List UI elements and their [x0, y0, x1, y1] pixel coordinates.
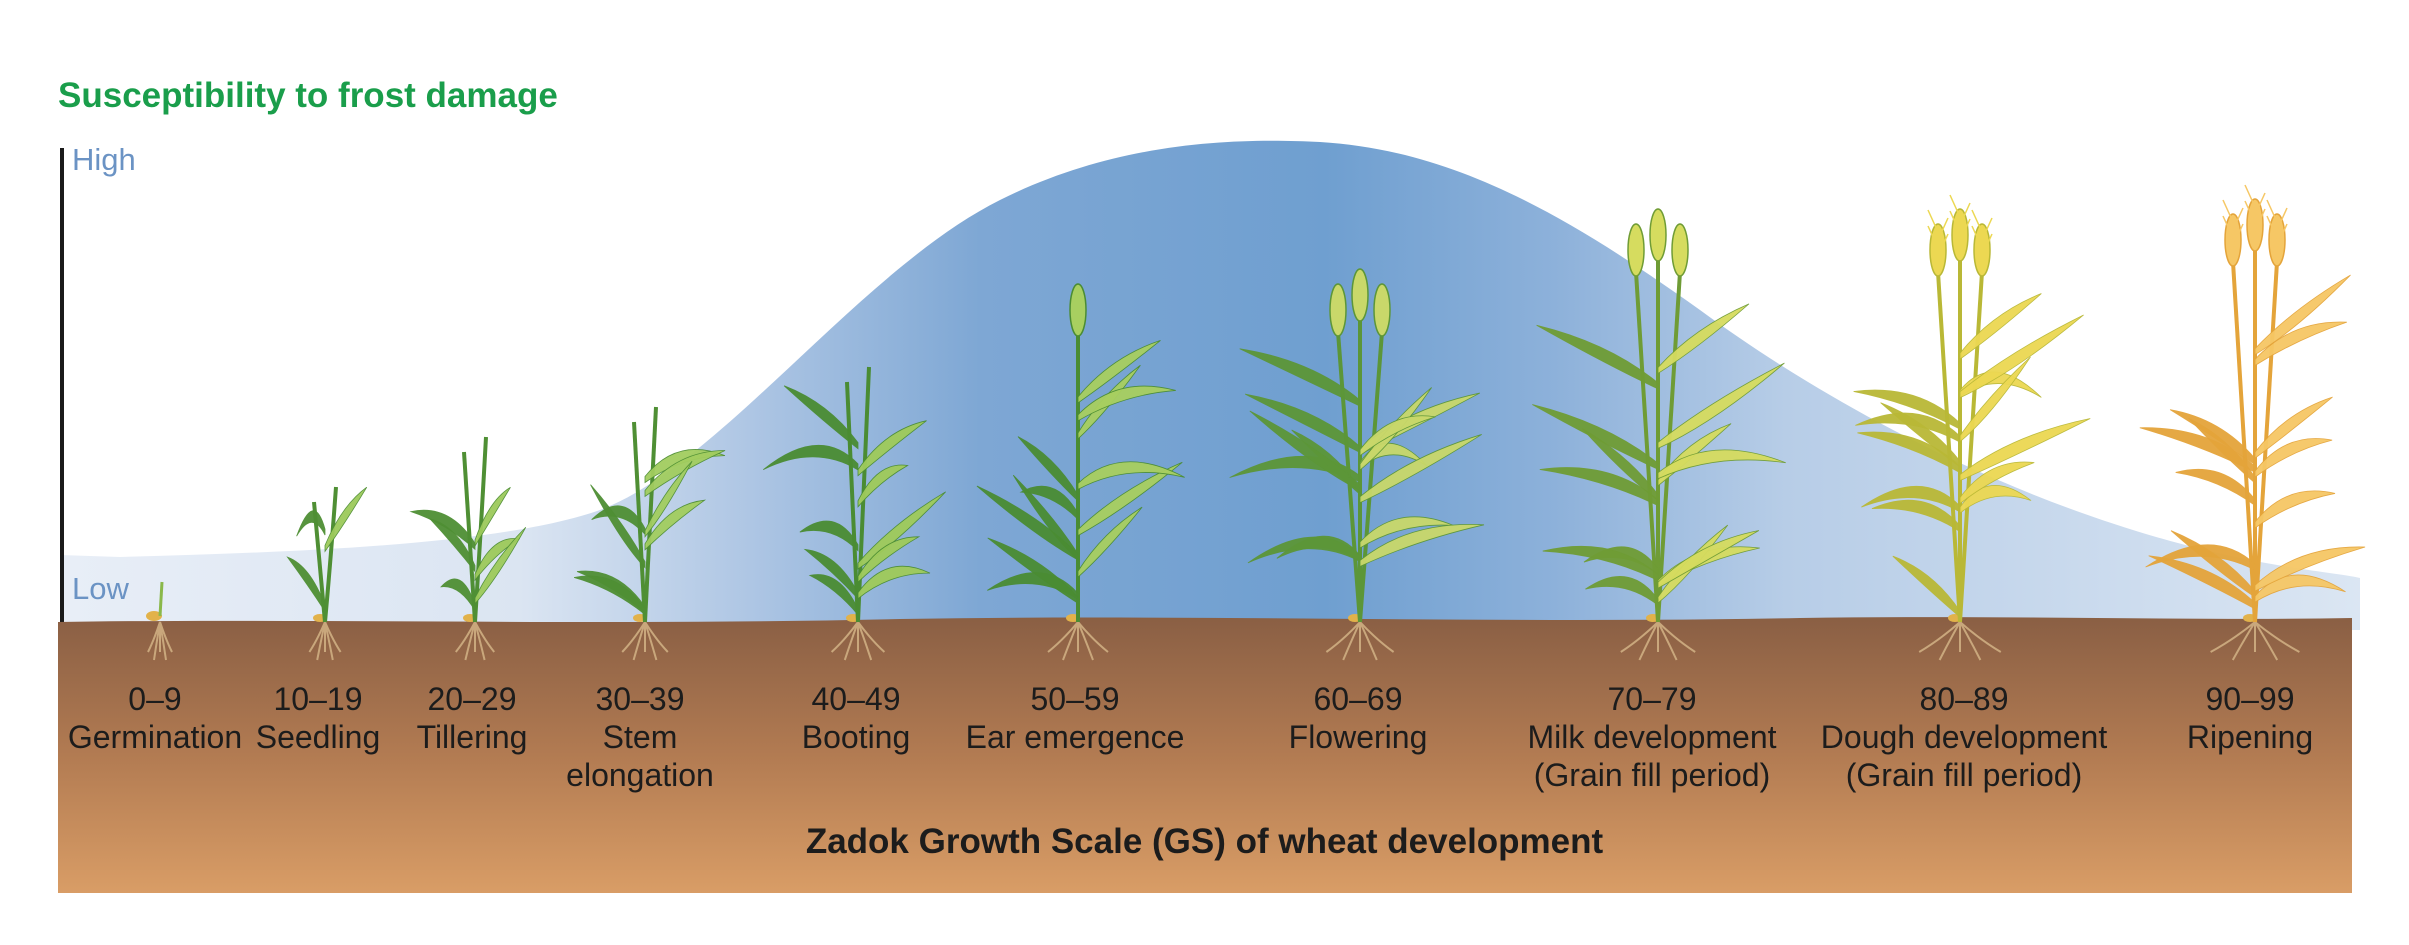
stage-code: 50–59: [1030, 681, 1120, 717]
stage-label: 40–49 Booting: [706, 680, 1006, 756]
stage-name: Stem elongation: [566, 719, 714, 793]
ear-emergence-plant-icon: [976, 283, 1185, 661]
stage-name: Flowering: [1288, 719, 1428, 755]
stem-elongation-plant-icon: [573, 406, 726, 661]
stage-code: 20–29: [427, 681, 517, 717]
ripening-plant-icon: [2139, 184, 2366, 661]
soil-band: [58, 617, 2352, 893]
stage-label: 10–19 Seedling: [168, 680, 468, 756]
stage-name: Tillering: [416, 719, 528, 755]
flowering-plant-icon: [1229, 268, 1485, 661]
stage-code: 80–89: [1919, 681, 2009, 717]
stage-name: Ripening: [2186, 719, 2314, 755]
stage-label: 60–69 Flowering: [1208, 680, 1508, 756]
stage-name: Ear emergence: [965, 719, 1185, 755]
stage-label: 20–29 Tillering: [322, 680, 622, 756]
stage-label: 90–99 Ripening: [2100, 680, 2400, 756]
dough-development-plant-icon: [1853, 194, 2091, 661]
susceptibility-curve: [60, 140, 2360, 631]
stage-label: 30–39 Stem elongation: [490, 680, 790, 794]
stage-name: Germination: [67, 719, 243, 755]
germination-plant-icon: [146, 581, 173, 661]
stage-code: 40–49: [811, 681, 901, 717]
stage-name: Dough development (Grain fill period): [1820, 719, 2108, 793]
stage-code: 30–39: [595, 681, 685, 717]
stage-code: 0–9: [128, 681, 182, 717]
seedling-plant-icon: [286, 486, 368, 661]
stage-name: Booting: [801, 719, 911, 755]
page-title: Susceptibility to frost damage: [58, 76, 558, 115]
y-axis-low-label: Low: [72, 571, 129, 606]
stage-code: 70–79: [1607, 681, 1697, 717]
stage-label: 0–9 Germination: [5, 680, 305, 756]
stage-name: Seedling: [255, 719, 381, 755]
stage-label: 80–89 Dough development (Grain fill peri…: [1814, 680, 2114, 794]
stage-label: 50–59 Ear emergence: [925, 680, 1225, 756]
stage-code: 60–69: [1313, 681, 1403, 717]
y-axis-high-label: High: [72, 142, 136, 177]
stage-code: 10–19: [273, 681, 363, 717]
milk-development-plant-icon: [1532, 208, 1786, 661]
tillering-plant-icon: [409, 436, 527, 661]
booting-plant-icon: [762, 366, 946, 661]
wheat-plants: [146, 184, 2366, 661]
stage-code: 90–99: [2205, 681, 2295, 717]
stage-name: Milk development (Grain fill period): [1527, 719, 1777, 793]
x-axis-caption: Zadok Growth Scale (GS) of wheat develop…: [805, 822, 1604, 861]
stage-label: 70–79 Milk development (Grain fill perio…: [1502, 680, 1802, 794]
